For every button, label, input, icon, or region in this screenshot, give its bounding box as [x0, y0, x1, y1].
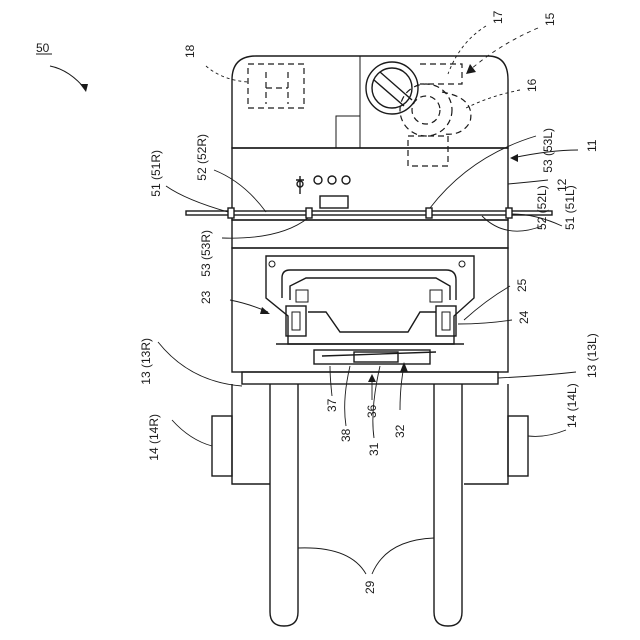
roller-left — [296, 290, 308, 302]
wheel-right-14r — [212, 416, 232, 476]
label-25: 25 — [515, 278, 529, 292]
label-14l: 14 (14L) — [565, 383, 579, 428]
roller-right — [430, 290, 442, 302]
figure-reference-arrow — [50, 66, 86, 90]
leader-17 — [448, 26, 486, 74]
lift-bracket — [266, 256, 474, 344]
label-13l: 13 (13L) — [585, 333, 599, 378]
fork-right — [270, 384, 298, 626]
leader-31 — [373, 366, 380, 438]
sensor-bracket-right-51r — [228, 208, 234, 218]
leader-53r — [222, 218, 308, 238]
fork-left — [434, 384, 462, 626]
label-23: 23 — [199, 290, 213, 304]
leader-14l — [528, 430, 566, 436]
leader-24 — [458, 320, 512, 324]
leader-25 — [464, 286, 510, 320]
operator-panel-outline — [232, 56, 360, 148]
hidden-equipment — [248, 64, 304, 108]
label-11: 11 — [585, 139, 599, 152]
figure-reference-arrowhead — [80, 84, 88, 92]
leader-11-arrowhead — [510, 154, 518, 162]
display-panel — [320, 196, 348, 208]
label-15: 15 — [543, 12, 557, 26]
operator-deck — [232, 148, 508, 220]
leader-14r — [172, 420, 212, 446]
leader-37 — [330, 366, 332, 396]
indicator-light-a — [314, 176, 322, 184]
bracket-bolt-a — [269, 261, 275, 267]
label-13r: 13 (13R) — [139, 338, 153, 385]
leader-16 — [466, 90, 520, 108]
sensor-53r — [306, 208, 312, 218]
leader-18 — [206, 66, 248, 82]
indicator-light-b — [328, 176, 336, 184]
hidden-mechanism-circle-outer — [400, 84, 452, 136]
label-52l: 52 (52L) — [535, 185, 549, 230]
leader-38 — [345, 366, 350, 426]
cap-handle — [374, 72, 412, 106]
leader-29-left — [372, 538, 434, 574]
leader-13r — [158, 342, 242, 386]
lift-block-left — [286, 306, 306, 336]
body-leg-right — [232, 384, 270, 484]
body-leg-left — [464, 384, 508, 484]
label-38: 38 — [339, 428, 353, 442]
label-16: 16 — [525, 78, 539, 92]
label-14r: 14 (14R) — [147, 414, 161, 461]
label-52r: 52 (52R) — [195, 134, 209, 181]
hidden-mechanism-circle-inner — [412, 96, 440, 124]
leader-51r — [166, 186, 228, 212]
label-37: 37 — [325, 398, 339, 412]
cap-inner — [372, 68, 412, 108]
leader-52r — [214, 170, 266, 212]
lift-cylinder-linkage — [308, 312, 436, 332]
label-17: 17 — [491, 10, 505, 24]
label-24: 24 — [517, 310, 531, 324]
carriage-inner — [290, 278, 450, 300]
leader-12 — [508, 180, 548, 184]
wheel-left-14l — [508, 416, 528, 476]
indicator-light-c — [342, 176, 350, 184]
lift-block-right — [436, 306, 456, 336]
leader-53l — [430, 136, 536, 208]
label-51l: 51 (51L) — [563, 185, 577, 230]
leader-13l — [498, 372, 576, 378]
panel-box — [336, 116, 360, 148]
label-32: 32 — [393, 424, 407, 438]
sensor-bracket-left-51l — [506, 208, 512, 218]
label-29: 29 — [363, 580, 377, 594]
hidden-mechanism-top — [420, 64, 462, 84]
lift-block-left-inner — [292, 312, 300, 330]
leader-15-arrowhead — [466, 64, 476, 74]
sensor-53l — [426, 208, 432, 218]
label-36: 36 — [365, 404, 379, 418]
label-53r: 53 (53R) — [199, 230, 213, 277]
hidden-mechanism-arm — [442, 92, 471, 134]
bracket-bolt-b — [459, 261, 465, 267]
leader-36-arrowhead — [368, 374, 376, 382]
leader-29-right — [298, 548, 366, 574]
cap-outer — [366, 62, 418, 114]
label-53l: 53 (53L) — [541, 128, 555, 173]
leader-23-arrowhead — [260, 307, 270, 314]
lift-block-right-inner — [442, 312, 450, 330]
label-31: 31 — [367, 442, 381, 456]
label-18: 18 — [183, 44, 197, 58]
sensor-bar — [186, 211, 552, 215]
label-51r: 51 (51R) — [149, 150, 163, 197]
hidden-mechanism-block — [408, 136, 448, 166]
figure-reference-label: 50 — [36, 41, 50, 55]
